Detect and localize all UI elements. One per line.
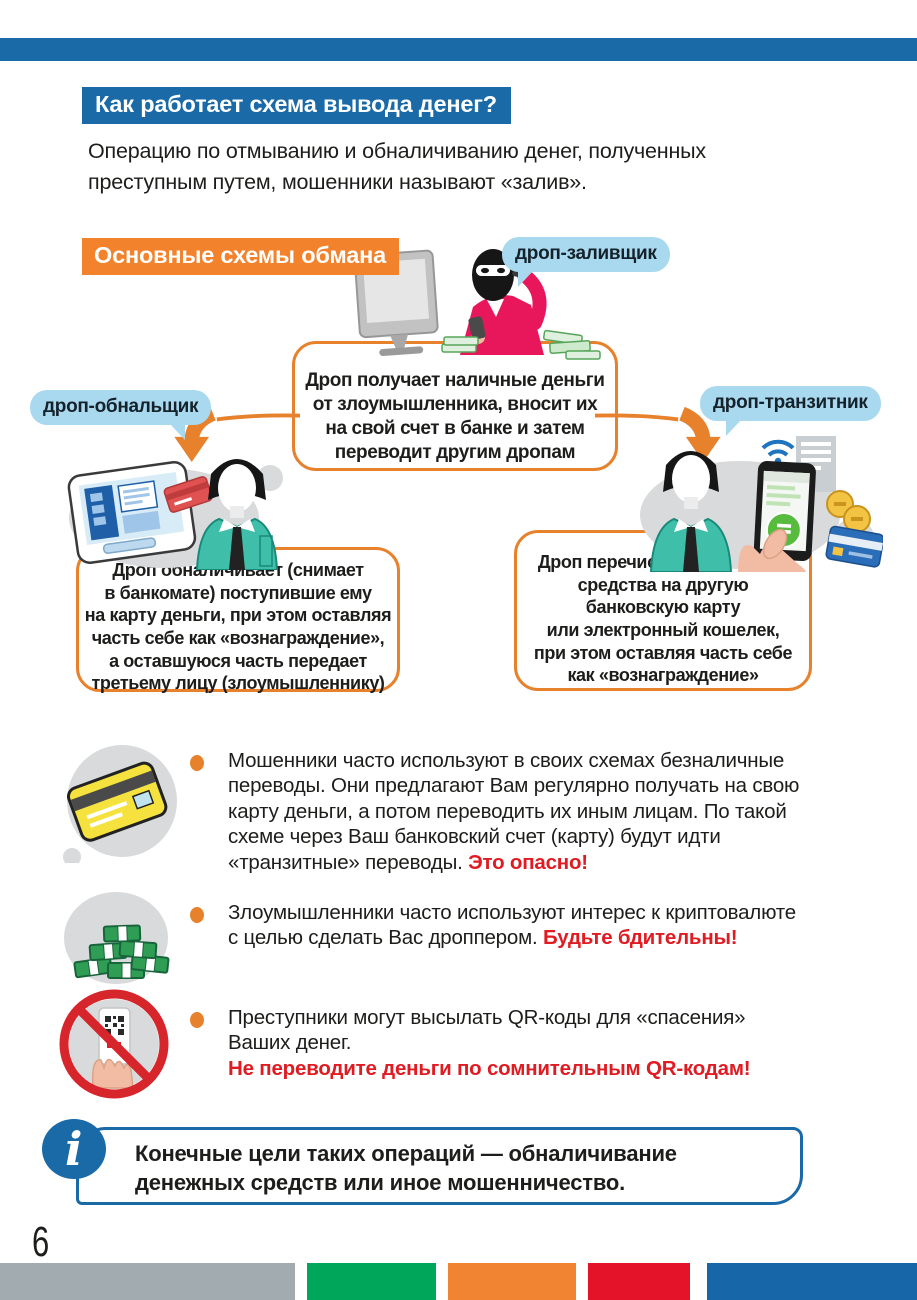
bullet-item-transit-transfers: Мошенники часто используют в своих схема… [228,748,848,875]
bullet-text: Злоумышленники часто используют интерес … [228,901,796,950]
bubble-label: дроп-заливщик [515,243,657,264]
info-box [76,1127,803,1205]
bullet-item-qr-codes: Преступники могут высылать QR-коды для «… [228,1005,848,1081]
credit-card-icon [63,745,177,863]
arrow-to-right-drop [595,406,721,462]
no-qr-icon [59,989,169,1099]
intro-paragraph: Операцию по отмыванию и обналичиванию де… [88,139,706,194]
footer-segment-blue [707,1263,917,1300]
bullet-text: Преступники могут высылать QR-коды для «… [228,1006,746,1055]
page-title: Как работает схема вывода денег? [82,87,511,124]
phone-transfer-illustration [640,436,883,572]
bullet-dot [190,907,204,923]
bubble-tail [726,419,742,436]
left-scheme-box: Дроп обналичивает (снимает в банкомате) … [76,547,400,693]
footer-segment-gray [0,1263,295,1300]
bullet-dot [190,1012,204,1028]
svg-text:i: i [65,1122,82,1176]
bullet-warning: Будьте бдительны! [542,926,738,950]
bubble-label: дроп-транзитник [713,392,868,413]
bubble-label: дроп-обнальщик [43,396,199,417]
label-drop-obnalshchik: дроп-обнальщик [30,390,212,440]
bullet-dot [190,755,204,771]
bullet-text: Мошенники часто используют в своих схема… [228,749,800,874]
section-title: Основные схемы обмана [82,238,399,275]
label-drop-zalivshchik: дроп-заливщик [502,237,670,287]
atm-person-illustration [67,459,283,570]
bullet-item-crypto-dropper: Злоумышленники часто используют интерес … [228,900,848,951]
footer-segment-orange [448,1263,576,1300]
info-text: Конечные цели таких операций — обналичив… [135,1141,677,1195]
footer-segment-green [307,1263,436,1300]
footer-segment-red [588,1263,690,1300]
bullet-warning: Не переводите деньги по сомнительным QR-… [228,1056,751,1080]
bullet-warning: Это опасно! [468,850,588,874]
money-stack-icon [64,892,170,984]
bubble-tail [518,270,534,287]
bubble-tail [169,423,186,440]
label-drop-tranzitnik: дроп-транзитник [700,386,881,436]
page-number: 6 [32,1218,50,1266]
info-icon: i [42,1119,106,1179]
top-blue-bar [0,38,917,61]
footer-color-bar [0,1263,917,1300]
